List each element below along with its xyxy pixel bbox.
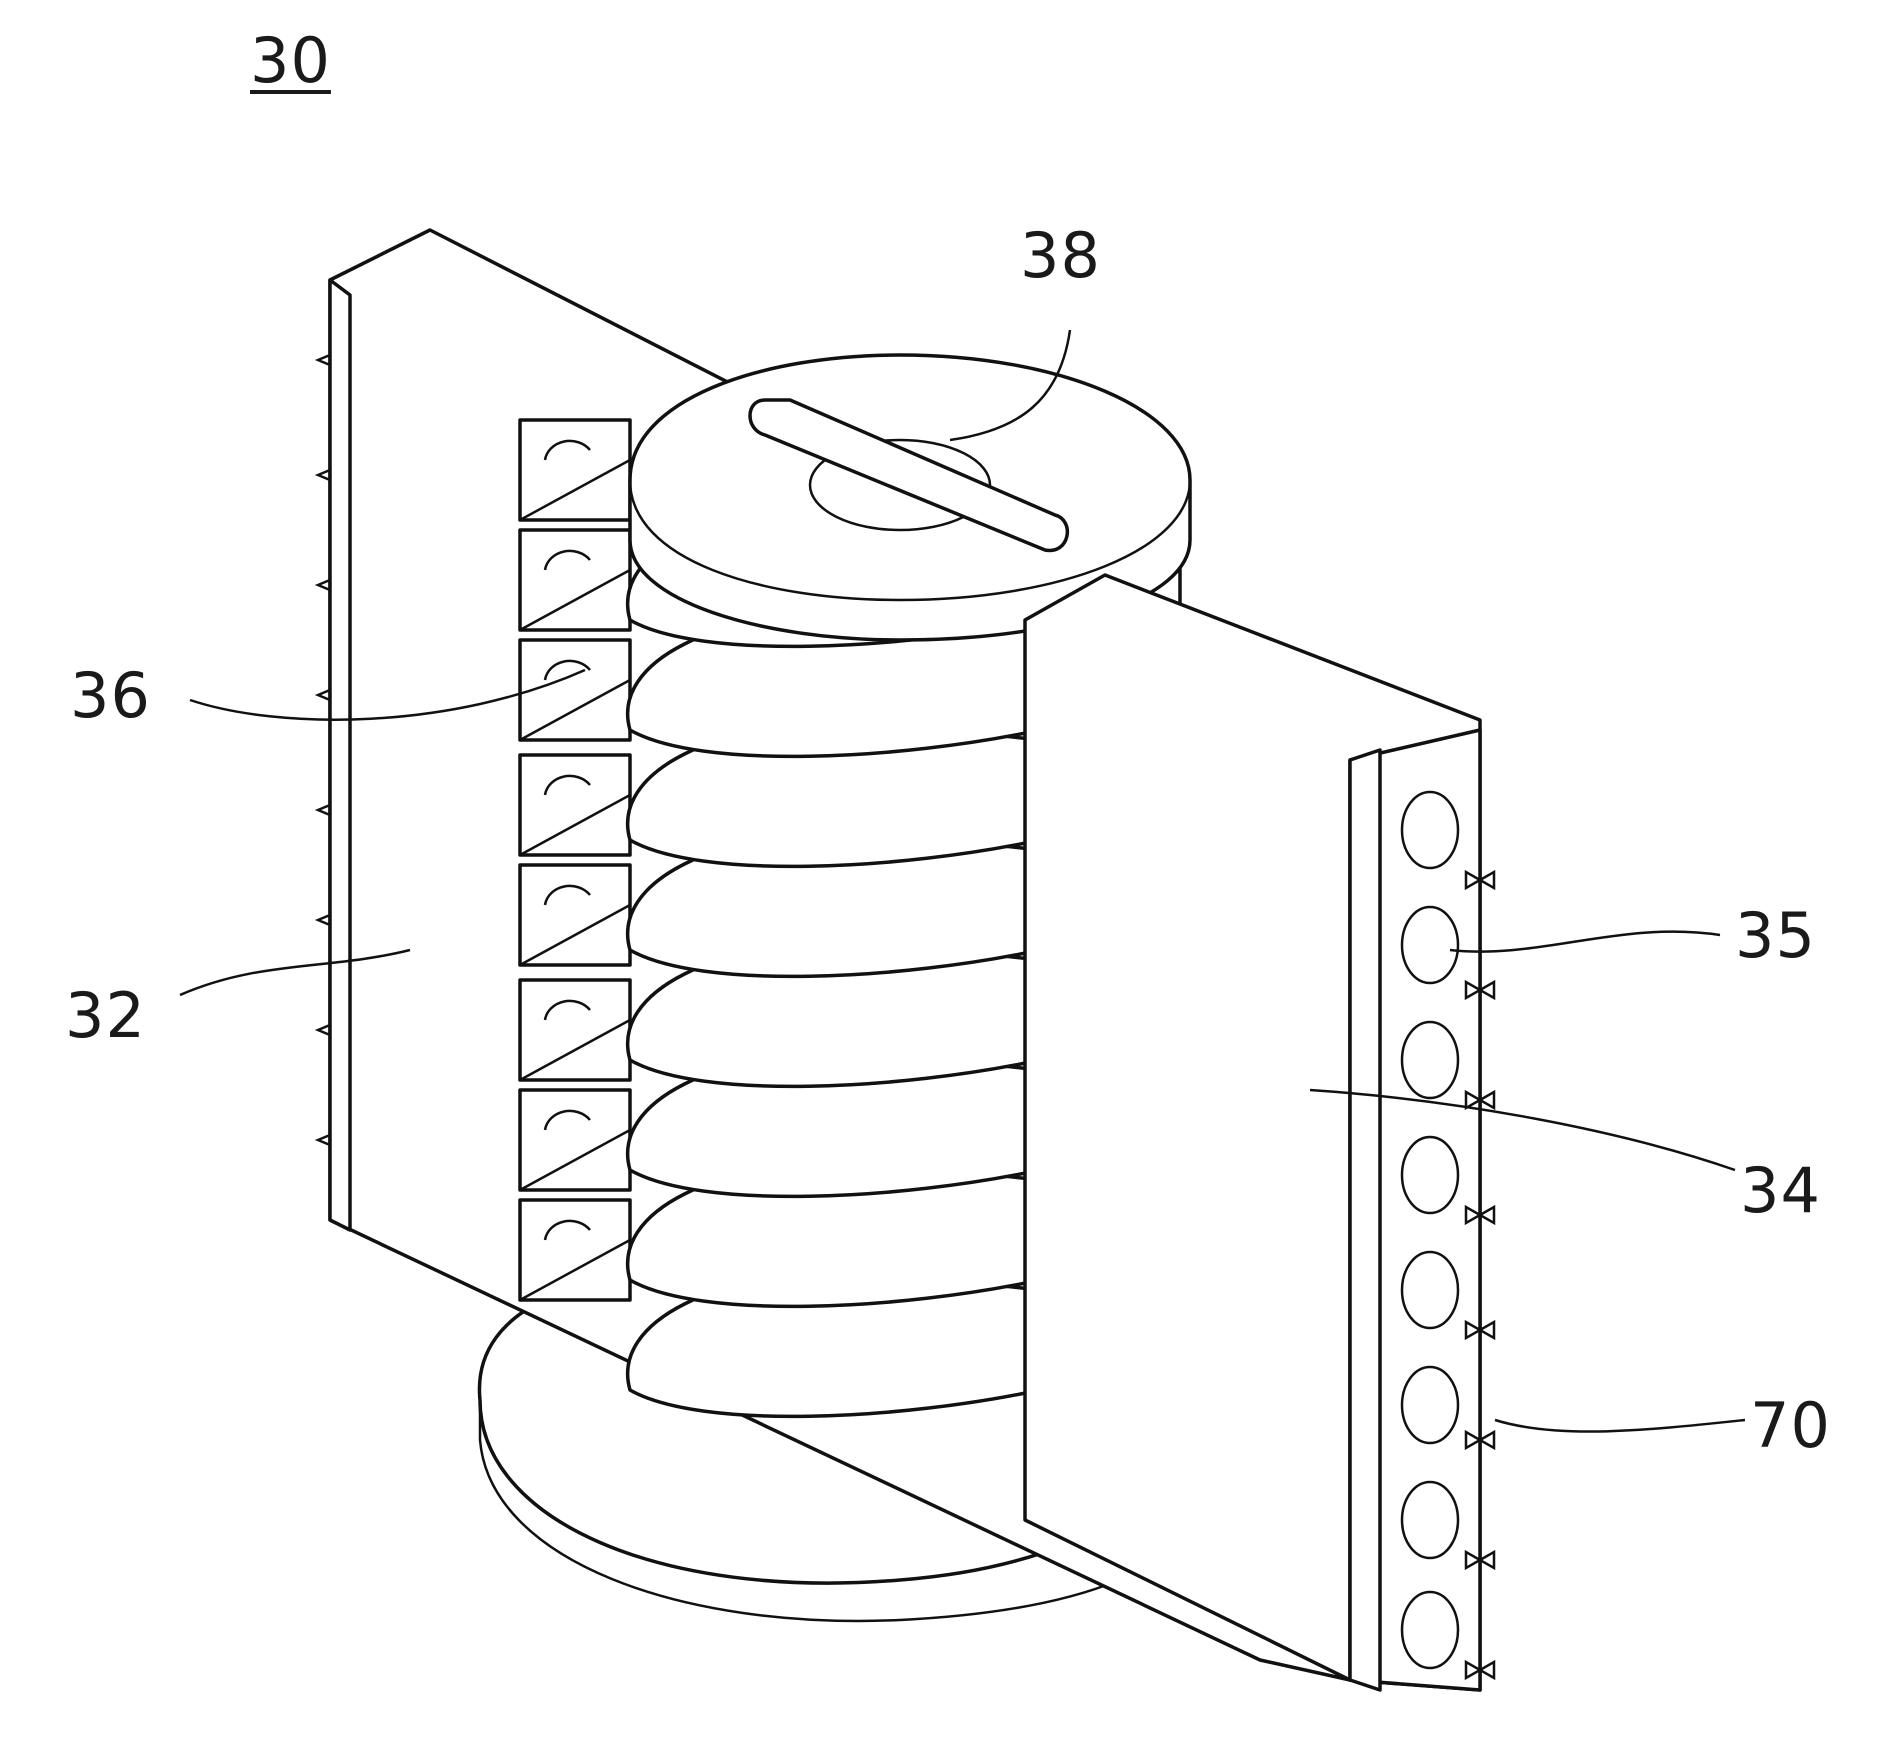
label-32: 32 [65,985,146,1047]
leader-35 [1450,932,1720,952]
label-38: 38 [1020,225,1101,287]
label-36: 36 [70,665,151,727]
figure-number: 30 [250,30,331,92]
leader-70 [1495,1420,1745,1432]
label-35: 35 [1735,905,1816,967]
label-70: 70 [1750,1395,1831,1457]
right-wall [1025,575,1480,1690]
label-34: 34 [1740,1160,1821,1222]
left-pins [318,355,330,1145]
